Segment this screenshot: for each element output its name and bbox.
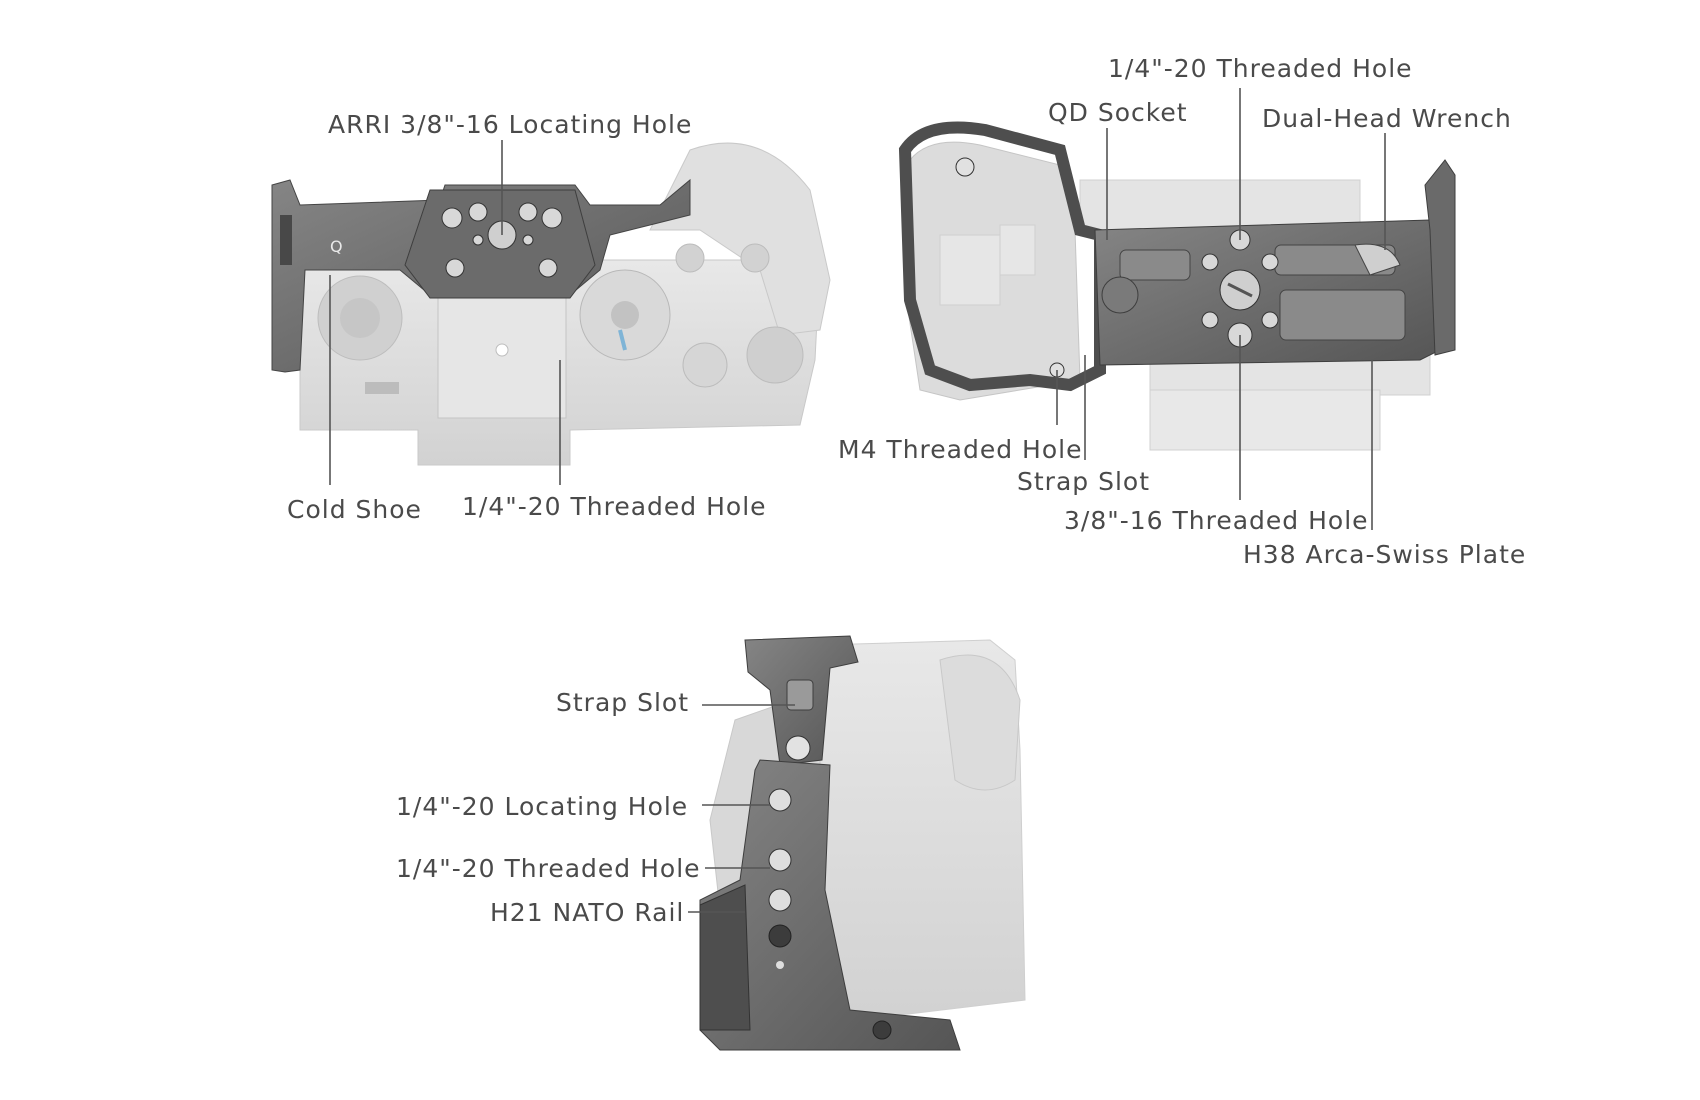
label-bottom-strap-slot: Strap Slot [1017,467,1150,496]
top-view: Q [271,142,831,466]
label-m4-threaded-hole: M4 Threaded Hole [838,435,1083,464]
label-side-locating-hole: 1/4"-20 Locating Hole [396,792,689,821]
label-arca-swiss-plate: H38 Arca-Swiss Plate [1243,540,1527,569]
label-top-threaded-hole: 1/4"-20 Threaded Hole [462,492,767,521]
side-view [699,635,1026,1051]
label-three-eighths-threaded-hole: 3/8"-16 Threaded Hole [1064,506,1369,535]
label-side-strap-slot: Strap Slot [556,688,689,717]
bottom-view [898,121,1456,451]
leader-lines [329,88,1386,913]
cage-top-plate: Q [271,178,691,373]
label-cold-shoe: Cold Shoe [287,495,422,524]
cage-bottom-plate [898,121,1456,392]
label-bottom-threaded-hole-quarter: 1/4"-20 Threaded Hole [1108,54,1413,83]
label-qd-socket: QD Socket [1048,98,1188,127]
label-side-threaded-hole: 1/4"-20 Threaded Hole [396,854,701,883]
camera-body-top [299,142,831,466]
cage-side-plate [699,635,961,1051]
label-nato-rail: H21 NATO Rail [490,898,685,927]
label-dual-head-wrench: Dual-Head Wrench [1262,104,1512,133]
label-arri-locating-hole: ARRI 3/8"-16 Locating Hole [328,110,693,139]
cage-engraving-q: Q [330,237,343,256]
